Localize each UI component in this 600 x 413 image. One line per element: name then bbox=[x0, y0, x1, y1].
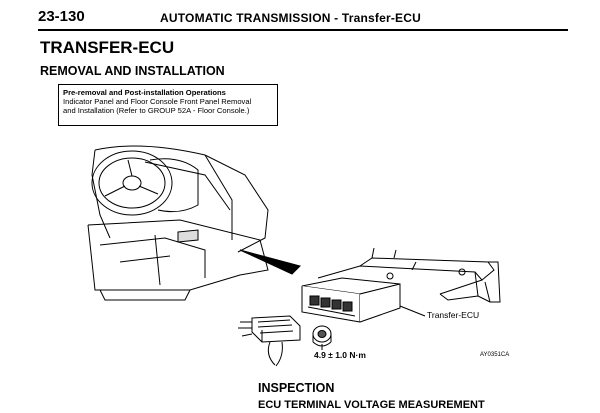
label-torque-spec: 4.9 ± 1.0 N·m bbox=[314, 350, 366, 360]
figure-code: AY0351CA bbox=[480, 352, 510, 358]
inspection-subheading: ECU TERMINAL VOLTAGE MEASUREMENT bbox=[258, 399, 485, 411]
header-rule bbox=[38, 29, 568, 31]
operations-title: Pre-removal and Post-installation Operat… bbox=[63, 88, 226, 97]
section-title: TRANSFER-ECU bbox=[40, 38, 175, 57]
operations-box: Pre-removal and Post-installation Operat… bbox=[58, 84, 278, 126]
removal-illustration bbox=[87, 145, 501, 367]
dashboard-drawing bbox=[87, 145, 269, 301]
pointer-arrow bbox=[239, 249, 301, 275]
operations-line-2: and Installation (Refer to GROUP 52A - F… bbox=[63, 106, 250, 115]
transfer-ecu-box bbox=[301, 277, 401, 323]
operations-line-1: Indicator Panel and Floor Console Front … bbox=[63, 97, 252, 106]
nut-drawing bbox=[312, 325, 332, 350]
inspection-heading: INSPECTION bbox=[258, 381, 335, 395]
subsection-title: REMOVAL AND INSTALLATION bbox=[40, 64, 225, 78]
mounting-bracket bbox=[317, 247, 501, 303]
page-number: 23-130 bbox=[38, 8, 85, 25]
ecu-leader-line bbox=[399, 305, 426, 317]
label-transfer-ecu: Transfer-ECU bbox=[427, 310, 480, 320]
harness-connector bbox=[238, 315, 301, 367]
chapter-title: AUTOMATIC TRANSMISSION - Transfer-ECU bbox=[160, 11, 421, 25]
